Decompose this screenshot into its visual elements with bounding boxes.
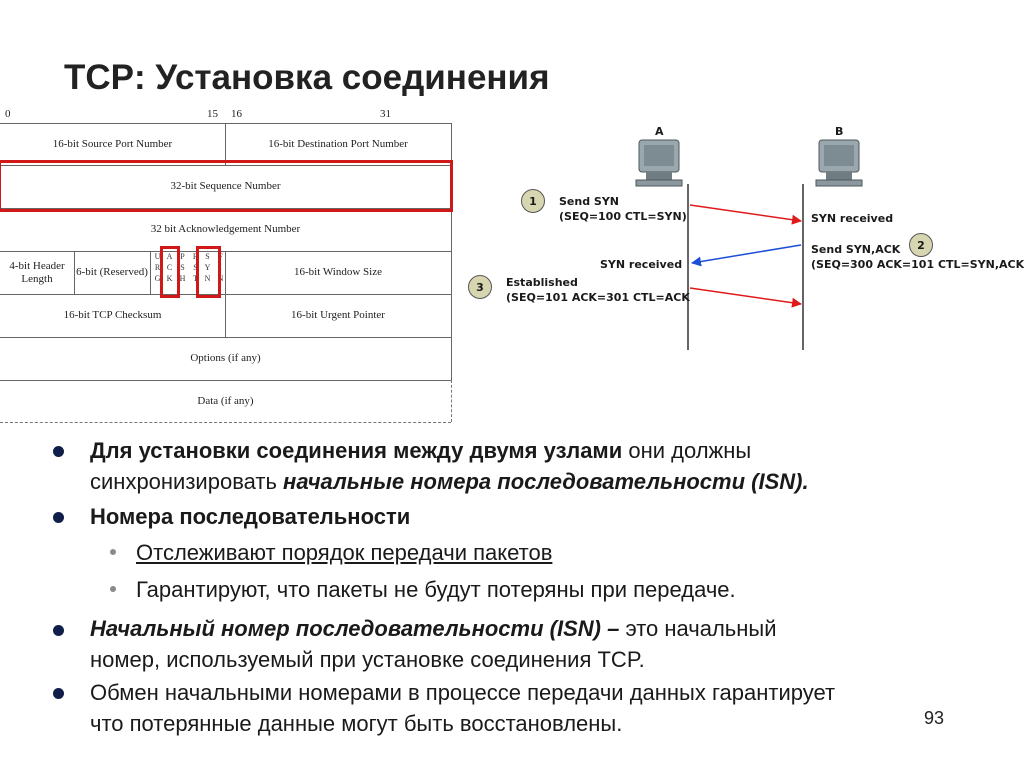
table-line [225, 251, 226, 337]
bullet-4-line2: что потерянные данные могут быть восстан… [90, 711, 623, 736]
table-line [150, 251, 151, 294]
bullet-3-bold: Начальный номер последовательности (ISN)… [90, 616, 620, 641]
bit-label-15: 15 [207, 108, 218, 120]
syn-received-a: SYN received [600, 258, 683, 271]
flag-letter: U [154, 252, 161, 261]
bullet-4: Обмен начальными номерами в процессе пер… [90, 677, 990, 739]
flag-letter: S [205, 252, 210, 261]
flag-letter: N [204, 274, 211, 283]
handshake-diagram: A B 1 Send SYN (SEQ=100 CTL=SYN) SYN rec… [460, 118, 1024, 358]
flag-letter: H [179, 274, 186, 283]
bullet-3-line2: номер, используемый при установке соедин… [90, 647, 645, 672]
step-3-line1: Established [506, 276, 578, 289]
data-cell: Data (if any) [197, 394, 254, 407]
flag-letter: R [192, 252, 199, 261]
syn-flag-highlight [196, 246, 221, 298]
table-line [451, 380, 452, 422]
table-line [0, 208, 451, 209]
arrow-syn-ack [691, 244, 802, 267]
flag-letter: S [193, 263, 198, 272]
bit-label-0: 0 [5, 108, 11, 120]
tcp-header-table: 0 15 16 31 16-bit Source Port Number 16-… [0, 108, 456, 428]
page-number: 93 [924, 708, 945, 728]
sub-bullet-dot [110, 586, 116, 592]
bullet-dot [53, 446, 64, 457]
flag-letter: Y [204, 263, 211, 272]
options-cell: Options (if any) [190, 352, 261, 364]
step-2-line1: Send SYN,ACK [811, 243, 901, 256]
table-line [225, 123, 226, 165]
step-2-line2: (SEQ=300 ACK=101 CTL=SYN,ACK) [811, 258, 1024, 271]
flag-letter: K [166, 274, 173, 283]
host-b-label: B [835, 125, 844, 138]
bullet-dot [53, 688, 64, 699]
table-line [74, 251, 75, 294]
computer-b-icon [815, 139, 863, 187]
flag-letter: P [180, 252, 185, 261]
bullet-1: Для установки соединения между двумя узл… [90, 435, 990, 497]
ack-flag-highlight [160, 246, 180, 298]
step-1-badge: 1 [521, 189, 545, 213]
bullet-2: Номера последовательности [90, 504, 411, 529]
flag-letter: A [166, 252, 173, 261]
step-1-line2: (SEQ=100 CTL=SYN) [559, 210, 687, 223]
bullet-1-bold: Для установки соединения между двумя узл… [90, 438, 623, 463]
slide-title: TCP: Установка соединения [64, 58, 550, 97]
bullet-4-line1: Обмен начальными номерами в процессе пер… [90, 680, 836, 705]
table-line [0, 165, 451, 166]
window-size-cell: 16-bit Window Size [294, 266, 382, 278]
reserved-cell: 6-bit (Reserved) [76, 266, 148, 278]
flag-letter: S [180, 263, 185, 272]
step-1-line1: Send SYN [559, 195, 620, 208]
handshake-svg [635, 139, 863, 350]
flag-letter: T [193, 274, 198, 283]
flag-letter: G [154, 274, 161, 283]
bullet-3: Начальный номер последовательности (ISN)… [90, 613, 990, 675]
bullet-dot [53, 512, 64, 523]
sub-bullet-2: Гарантируют, что пакеты не будут потерян… [136, 577, 736, 602]
bullet-1-rest: они должны [622, 438, 752, 463]
arrow-ack [689, 287, 802, 308]
bullet-1-isn: начальные номера последовательности (ISN… [283, 469, 809, 494]
sub-bullet-1: Отслеживают порядок передачи пакетов [136, 540, 553, 565]
syn-received-b: SYN received [811, 212, 894, 225]
sequence-highlight [0, 160, 453, 212]
header-length-cell: 4-bit Header Length [9, 259, 65, 285]
computer-a-icon [635, 139, 683, 187]
table-line [451, 123, 452, 380]
table-line [0, 380, 451, 381]
source-port-cell: 16-bit Source Port Number [52, 137, 173, 150]
checksum-cell: 16-bit TCP Checksum [63, 309, 162, 321]
step-3-line2: (SEQ=101 ACK=301 CTL=ACK [506, 291, 690, 304]
dest-port-cell: 16-bit Destination Port Number [268, 137, 408, 150]
sequence-cell: 32-bit Sequence Number [170, 180, 281, 192]
arrow-syn [689, 204, 802, 225]
bit-label-16: 16 [231, 108, 242, 120]
host-a-label: A [655, 125, 664, 138]
step-3-badge: 3 [468, 275, 492, 299]
flag-letter: C [166, 263, 173, 272]
step-2-badge: 2 [909, 233, 933, 257]
bullet-1-line2: синхронизировать [90, 469, 284, 494]
bullet-dot [53, 625, 64, 636]
ack-cell: 32 bit Acknowledgement Number [150, 223, 301, 235]
table-line [0, 337, 451, 338]
bullet-3-rest: это начальный [619, 616, 777, 641]
bit-label-31: 31 [380, 108, 391, 120]
table-line [0, 422, 451, 423]
flag-letter: R [154, 263, 161, 272]
urgent-pointer-cell: 16-bit Urgent Pointer [291, 309, 385, 321]
sub-bullet-dot [110, 549, 116, 555]
